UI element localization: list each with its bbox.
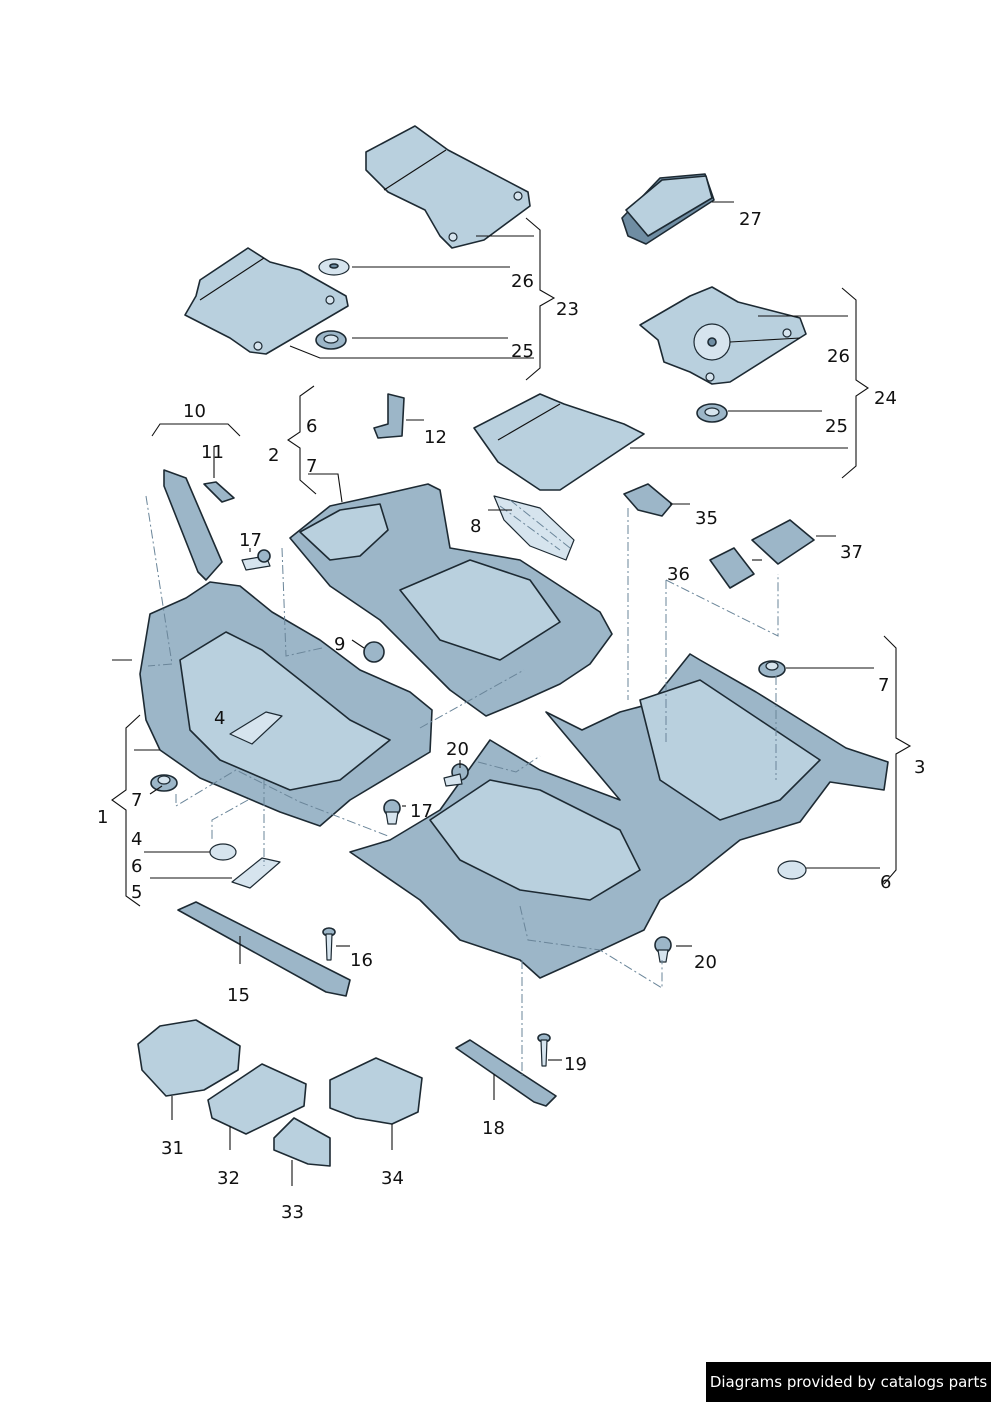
callout-23: 23 (556, 299, 579, 320)
callout-17-top: 17 (239, 530, 262, 551)
screw-19 (537, 1033, 551, 1067)
rear-floor-mat (473, 393, 645, 491)
callout-2: 2 (268, 445, 279, 466)
callout-37: 37 (840, 542, 863, 563)
clip-9 (363, 641, 385, 663)
callout-3: 3 (914, 757, 925, 778)
callout-31: 31 (161, 1138, 184, 1159)
grommet-6-right (777, 860, 807, 880)
callout-11: 11 (201, 442, 224, 463)
callout-12: 12 (424, 427, 447, 448)
callout-1: 1 (97, 807, 108, 828)
front-floor-mat-23 (365, 125, 531, 249)
callout-4-bottom: 4 (131, 829, 142, 850)
clip-17-bottom (383, 799, 401, 825)
clip-20-bottom (654, 936, 672, 963)
clip-11 (203, 481, 235, 503)
callout-19: 19 (564, 1054, 587, 1075)
callout-5: 5 (131, 882, 142, 903)
pad-36 (709, 547, 755, 589)
foam-block-34 (329, 1057, 423, 1125)
callout-9: 9 (334, 634, 345, 655)
front-floor-mat-24 (639, 286, 807, 385)
callout-35: 35 (695, 508, 718, 529)
screw-16 (322, 927, 336, 961)
callout-8: 8 (470, 516, 481, 537)
callout-36: 36 (667, 564, 690, 585)
callout-15: 15 (227, 985, 250, 1006)
frame-5 (231, 857, 281, 889)
callout-24: 24 (874, 388, 897, 409)
callout-33: 33 (281, 1202, 304, 1223)
callout-7-right: 7 (878, 675, 889, 696)
callout-27: 27 (739, 209, 762, 230)
callout-labels: 1 2 3 4 4 5 6 6 6 7 7 7 8 9 10 11 12 15 … (97, 209, 925, 1223)
callout-17-bottom: 17 (410, 801, 433, 822)
front-carpet-2 (289, 483, 613, 717)
callout-25-left: 25 (511, 341, 534, 362)
callout-16: 16 (350, 950, 373, 971)
callout-18: 18 (482, 1118, 505, 1139)
foam-block-33 (273, 1117, 331, 1167)
callout-6-right: 6 (880, 872, 891, 893)
callout-20-bottom: 20 (694, 952, 717, 973)
callout-6-top: 6 (306, 416, 317, 437)
callout-26-right: 26 (827, 346, 850, 367)
mat-fastener-25b (696, 403, 728, 423)
callout-34: 34 (381, 1168, 404, 1189)
callout-25-right: 25 (825, 416, 848, 437)
side-panel-10 (163, 469, 223, 581)
grommet-7-right (758, 660, 786, 678)
callout-10: 10 (183, 401, 206, 422)
grommet-4 (209, 843, 237, 861)
hook-12 (373, 393, 405, 439)
insulation-pad-8 (493, 495, 575, 561)
cap-35 (623, 483, 673, 517)
mat-fastener-26 (318, 258, 350, 276)
mat-fastener-25 (315, 330, 347, 350)
insert-4 (229, 711, 283, 745)
rail-18 (455, 1039, 557, 1107)
grommet-7-left (150, 774, 178, 792)
callout-7-left: 7 (131, 790, 142, 811)
dash-dot-guides (145, 495, 779, 1076)
clip-20-top (443, 763, 469, 787)
clip-17-top (241, 549, 271, 571)
rail-15 (177, 901, 351, 997)
leader-lines (111, 201, 912, 1186)
foam-block-32 (207, 1063, 307, 1135)
front-floor-mat-left (184, 247, 349, 355)
callout-6-left: 6 (131, 856, 142, 877)
callout-26-left: 26 (511, 271, 534, 292)
pad-37 (751, 519, 815, 565)
foam-block-31 (137, 1019, 241, 1097)
callout-20-top: 20 (446, 739, 469, 760)
callout-32: 32 (217, 1168, 240, 1189)
rear-carpet-3 (349, 653, 889, 979)
callout-4-top: 4 (214, 708, 225, 729)
catalog-credit-banner: Diagrams provided by catalogs parts (706, 1362, 991, 1402)
callout-7-top: 7 (306, 456, 317, 477)
mat-accessory-27 (621, 173, 715, 245)
left-carpet-1 (139, 581, 433, 827)
